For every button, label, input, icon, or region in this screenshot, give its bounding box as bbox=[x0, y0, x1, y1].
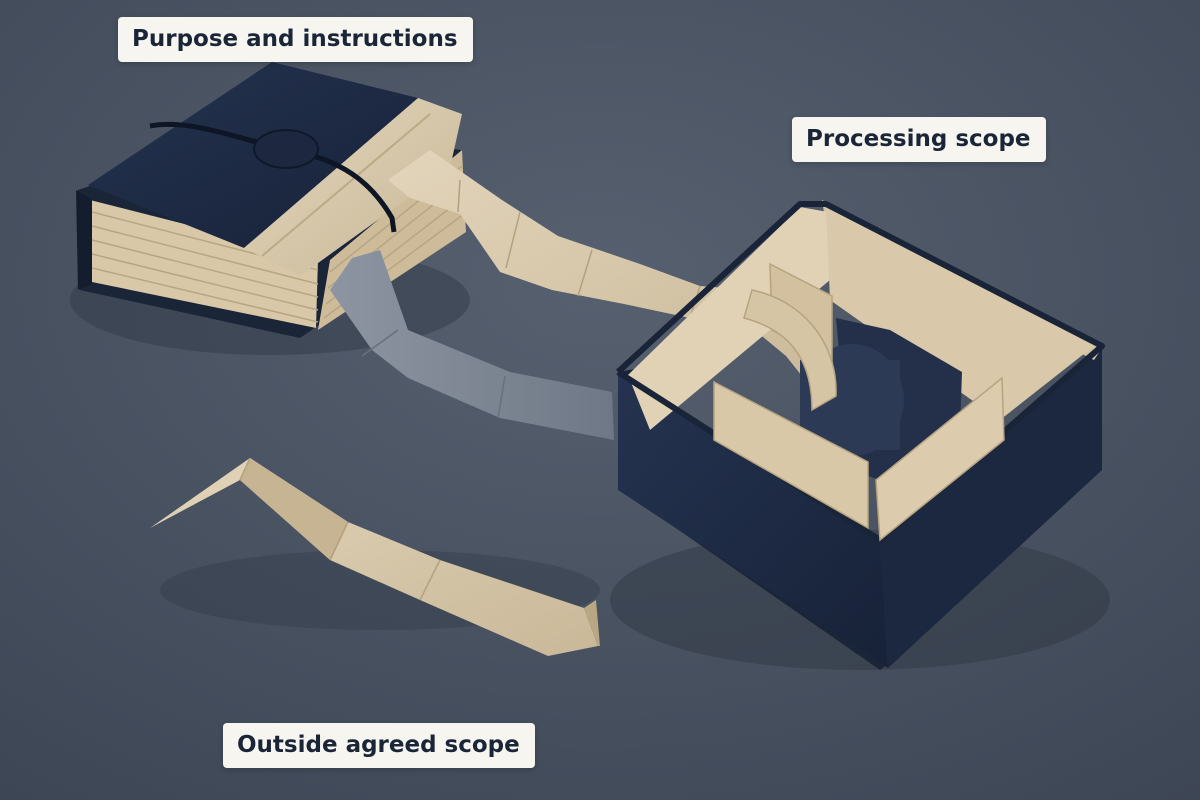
box-interior-right bbox=[826, 206, 1094, 420]
label-outside-agreed-scope: Outside agreed scope bbox=[223, 723, 535, 768]
button-closure bbox=[253, 129, 319, 169]
label-processing-scope: Processing scope bbox=[792, 117, 1046, 162]
loose-strip-shade bbox=[240, 458, 348, 560]
box-front-wall bbox=[618, 372, 888, 668]
curled-strip-inside bbox=[743, 289, 837, 412]
loose-folded-strip bbox=[150, 457, 600, 656]
box-right-wall bbox=[880, 348, 1102, 668]
gray-folded-strip bbox=[330, 250, 614, 440]
box-interior-back bbox=[628, 207, 830, 430]
tan-folded-strip bbox=[388, 150, 838, 406]
book-spine bbox=[76, 190, 92, 290]
storage-box bbox=[615, 200, 1105, 670]
divider-right bbox=[875, 376, 1005, 542]
book-top-cover bbox=[88, 62, 418, 248]
loose-strip-face bbox=[150, 458, 598, 656]
loose-strip-end-fold bbox=[584, 600, 600, 646]
box-rim bbox=[615, 201, 1105, 543]
divider-left bbox=[713, 380, 869, 530]
tan-strip-folds bbox=[457, 179, 701, 319]
book-tan-sheets bbox=[244, 98, 462, 276]
label-purpose-and-instructions: Purpose and instructions bbox=[118, 17, 473, 62]
